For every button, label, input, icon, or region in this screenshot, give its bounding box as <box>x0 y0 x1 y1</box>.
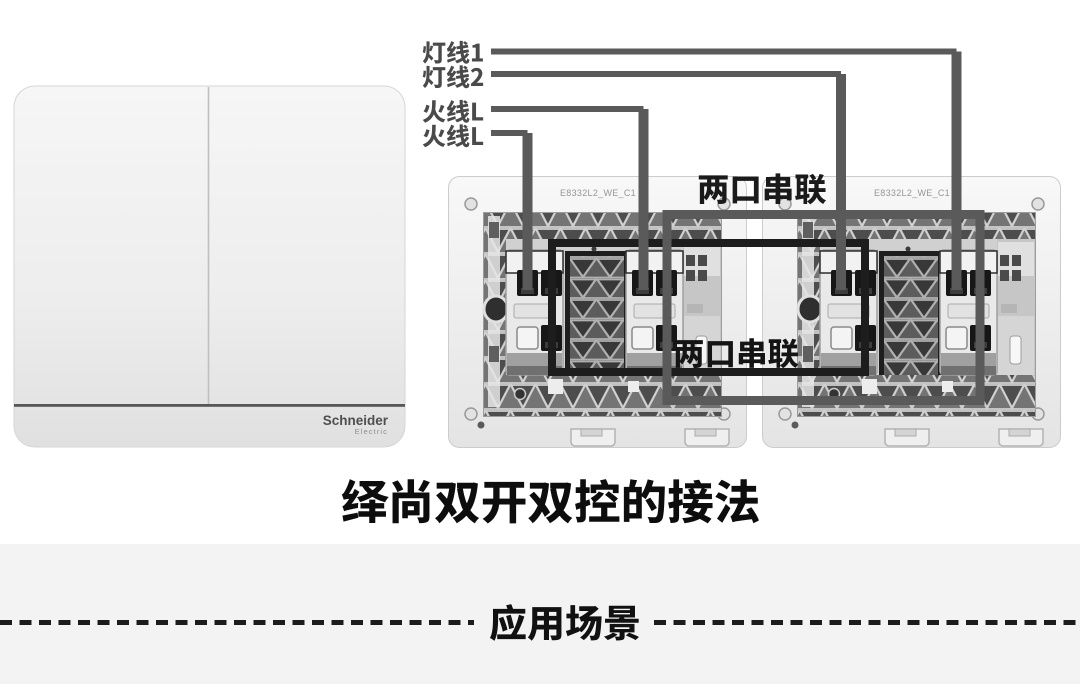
svg-text:Electric: Electric <box>355 427 388 436</box>
svg-text:Schneider: Schneider <box>323 413 389 428</box>
